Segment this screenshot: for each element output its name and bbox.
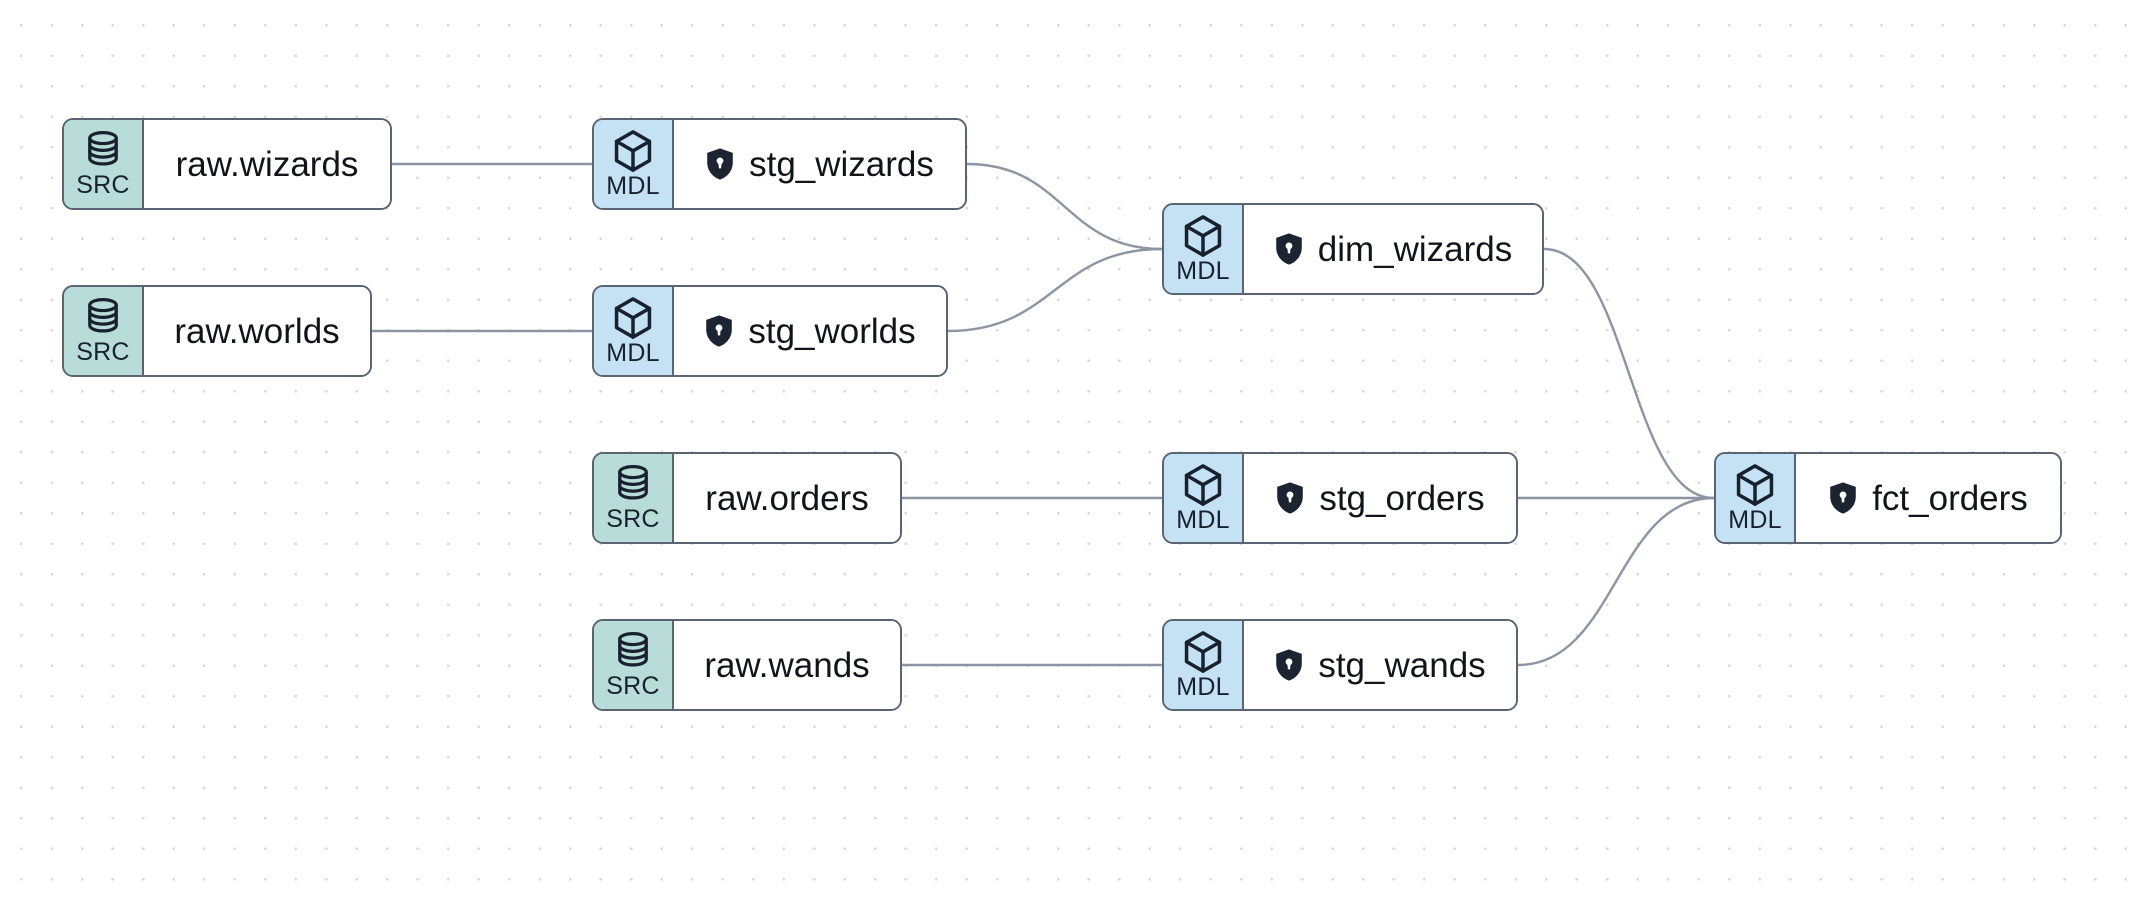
node-type-badge-mdl: MDL xyxy=(1716,454,1796,542)
lineage-node-raw_orders[interactable]: SRC raw.orders xyxy=(592,452,902,544)
node-label: raw.wizards xyxy=(175,144,359,184)
cube-icon xyxy=(1182,630,1224,674)
shield-lock-icon xyxy=(1274,232,1304,266)
node-type-label: SRC xyxy=(76,171,130,199)
lineage-edge-stg_wizards-to-dim_wizards xyxy=(965,162,1164,251)
node-type-badge-src: SRC xyxy=(64,120,144,208)
node-body: raw.worlds xyxy=(144,287,370,375)
node-type-label: SRC xyxy=(76,338,130,366)
node-body: raw.wizards xyxy=(144,120,390,208)
lineage-node-stg_worlds[interactable]: MDL stg_worlds xyxy=(592,285,948,377)
node-type-label: MDL xyxy=(1176,506,1230,534)
lineage-edge-dim_wizards-to-fct_orders xyxy=(1542,247,1716,500)
database-icon xyxy=(613,464,653,506)
cube-icon xyxy=(612,129,654,173)
node-type-label: MDL xyxy=(1176,673,1230,701)
node-body: stg_wizards xyxy=(674,120,965,208)
lineage-node-stg_wands[interactable]: MDL stg_wands xyxy=(1162,619,1518,711)
database-icon xyxy=(83,130,123,172)
node-body: fct_orders xyxy=(1796,454,2060,542)
lineage-node-stg_wizards[interactable]: MDL stg_wizards xyxy=(592,118,967,210)
shield-lock-icon xyxy=(1275,481,1305,515)
shield-lock-icon xyxy=(1828,481,1858,515)
cube-icon xyxy=(1182,463,1224,507)
node-type-badge-mdl: MDL xyxy=(1164,621,1244,709)
node-body: stg_wands xyxy=(1244,621,1516,709)
node-type-badge-mdl: MDL xyxy=(594,120,674,208)
shield-lock-icon xyxy=(705,147,735,181)
cube-icon xyxy=(1734,463,1776,507)
lineage-node-raw_worlds[interactable]: SRC raw.worlds xyxy=(62,285,372,377)
node-type-badge-src: SRC xyxy=(594,454,674,542)
node-type-label: SRC xyxy=(606,505,660,533)
node-type-label: SRC xyxy=(606,672,660,700)
lineage-node-fct_orders[interactable]: MDL fct_orders xyxy=(1714,452,2062,544)
database-icon xyxy=(613,631,653,673)
node-label: raw.wands xyxy=(704,645,870,685)
node-type-badge-mdl: MDL xyxy=(1164,454,1244,542)
node-body: stg_worlds xyxy=(674,287,946,375)
node-body: raw.orders xyxy=(674,454,900,542)
lineage-node-raw_wizards[interactable]: SRC raw.wizards xyxy=(62,118,392,210)
cube-icon xyxy=(1182,214,1224,258)
cube-icon xyxy=(612,296,654,340)
node-type-badge-src: SRC xyxy=(64,287,144,375)
node-type-label: MDL xyxy=(606,172,660,200)
node-label: dim_wizards xyxy=(1317,229,1513,269)
node-type-label: MDL xyxy=(1176,257,1230,285)
node-type-badge-mdl: MDL xyxy=(1164,205,1244,293)
lineage-edge-stg_worlds-to-dim_wizards xyxy=(946,247,1164,333)
shield-lock-icon xyxy=(704,314,734,348)
node-label: stg_orders xyxy=(1319,478,1485,518)
node-body: dim_wizards xyxy=(1244,205,1542,293)
node-label: stg_worlds xyxy=(748,311,916,351)
node-label: fct_orders xyxy=(1872,478,2028,518)
node-body: stg_orders xyxy=(1244,454,1516,542)
node-label: stg_wizards xyxy=(749,144,934,184)
database-icon xyxy=(83,297,123,339)
node-type-label: MDL xyxy=(1728,506,1782,534)
node-type-badge-mdl: MDL xyxy=(594,287,674,375)
shield-lock-icon xyxy=(1274,648,1304,682)
node-label: raw.worlds xyxy=(174,311,340,351)
lineage-node-raw_wands[interactable]: SRC raw.wands xyxy=(592,619,902,711)
lineage-node-stg_orders[interactable]: MDL stg_orders xyxy=(1162,452,1518,544)
lineage-edge-stg_wands-to-fct_orders xyxy=(1516,496,1716,667)
lineage-node-dim_wizards[interactable]: MDL dim_wizards xyxy=(1162,203,1544,295)
node-label: raw.orders xyxy=(705,478,869,518)
node-type-badge-src: SRC xyxy=(594,621,674,709)
node-type-label: MDL xyxy=(606,339,660,367)
node-body: raw.wands xyxy=(674,621,900,709)
node-label: stg_wands xyxy=(1318,645,1486,685)
